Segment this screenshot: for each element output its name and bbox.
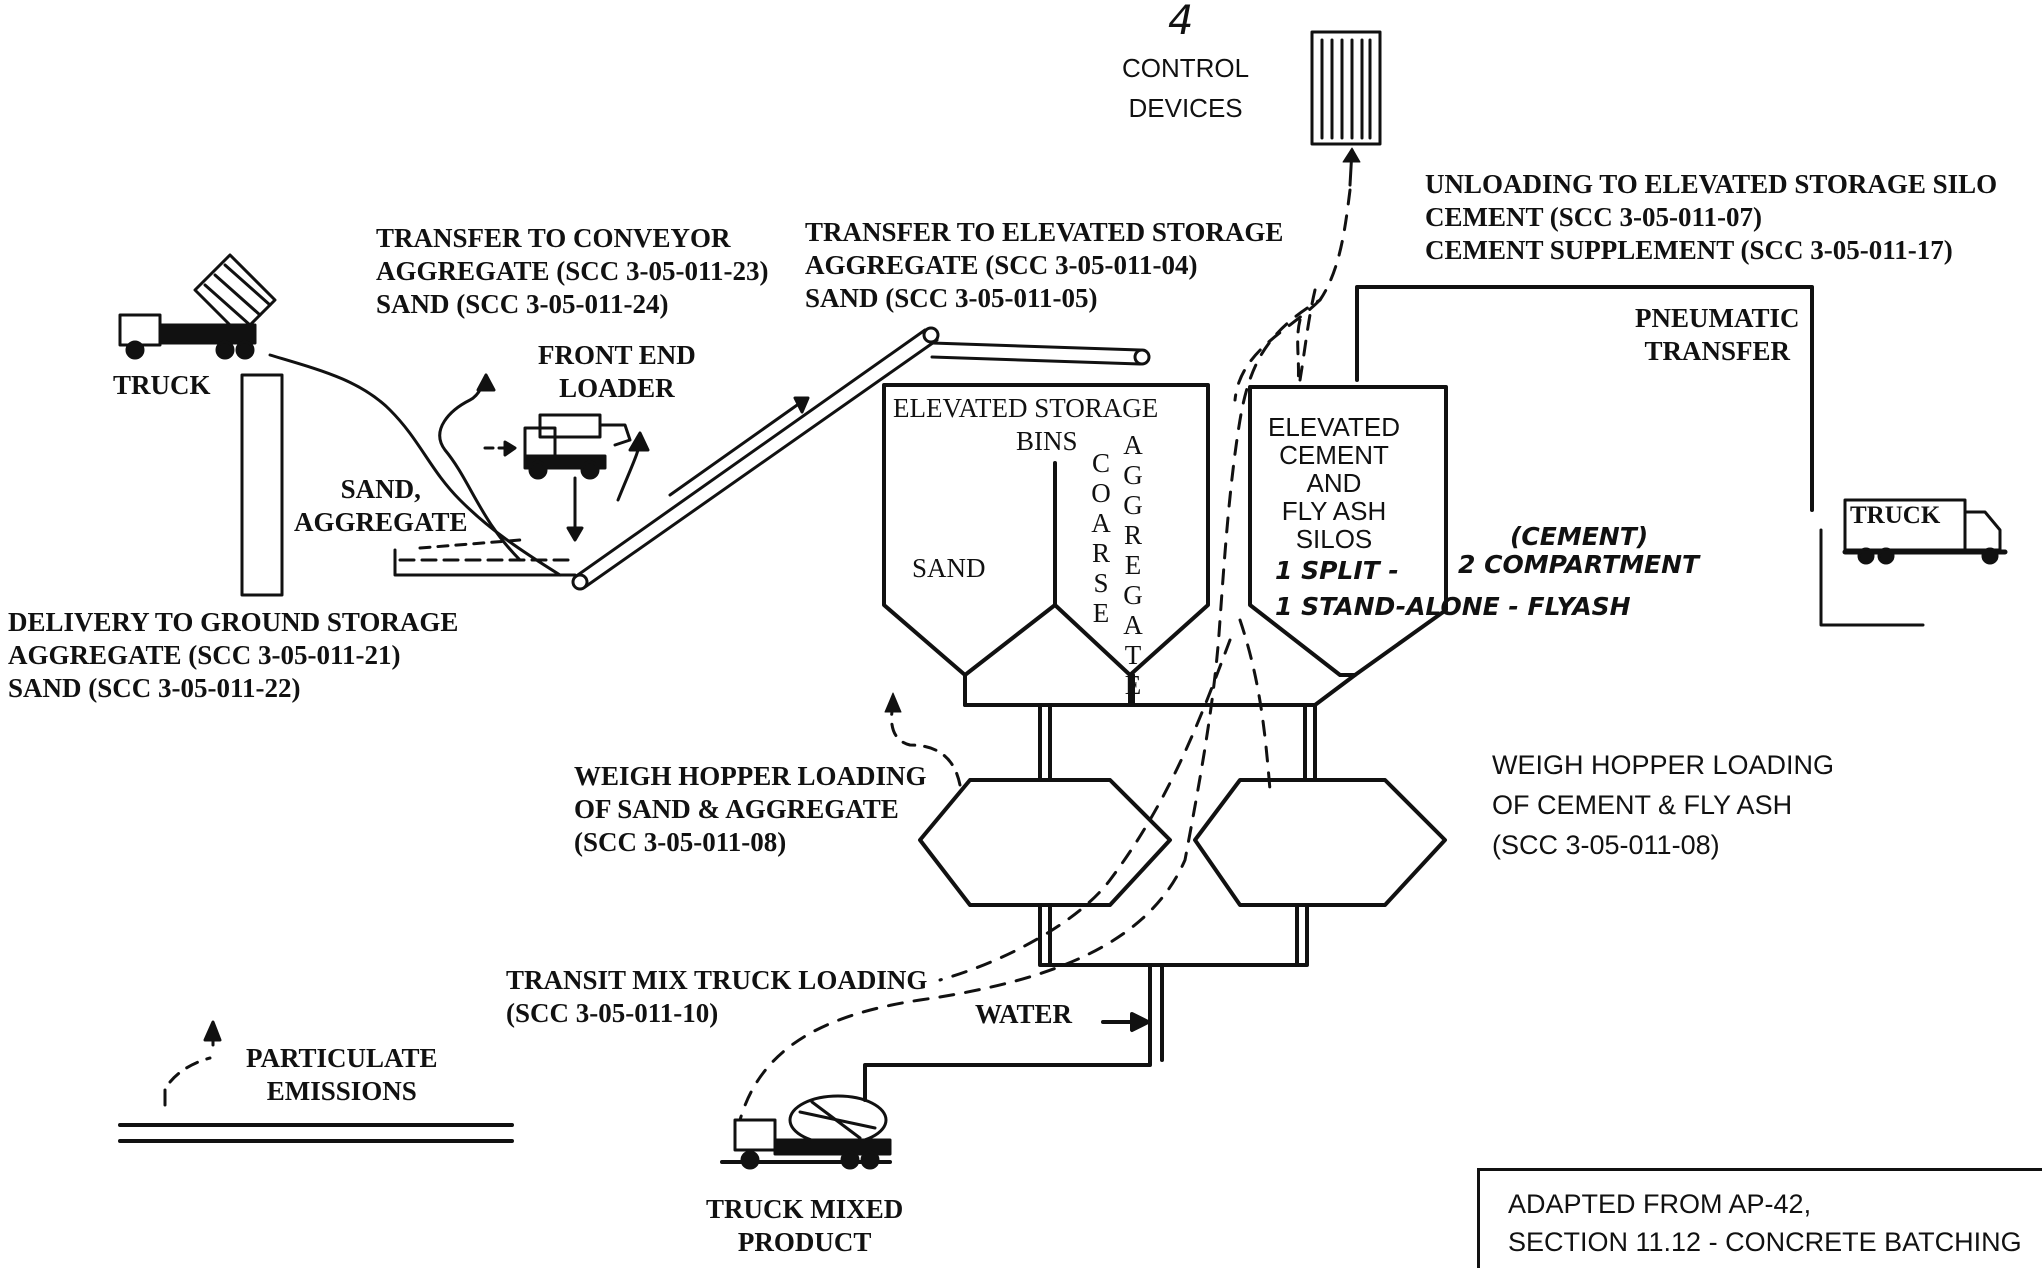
coarse-label: COARSE — [1091, 448, 1111, 628]
sand-aggregate-label: SAND, AGGREGATE — [294, 474, 468, 537]
truck-mixed-label: TRUCK MIXED PRODUCT — [706, 1194, 904, 1257]
bins-label: BINS — [1016, 426, 1078, 456]
ground-storage-column — [240, 373, 284, 597]
weigh-cement-scc: (SCC 3-05-011-08) — [1492, 830, 1720, 860]
transfer-conveyor-title: TRANSFER TO CONVEYOR — [376, 223, 731, 253]
elevated-storage-label: ELEVATED STORAGE — [893, 393, 1159, 423]
source-line2: SECTION 11.12 - CONCRETE BATCHING — [1508, 1227, 2022, 1257]
delivery-aggregate: AGGREGATE (SCC 3-05-011-21) — [8, 640, 401, 670]
support-frame — [963, 673, 1357, 782]
transfer-storage-title: TRANSFER TO ELEVATED STORAGE — [805, 217, 1284, 247]
control-device-icon — [1310, 30, 1382, 146]
source-box: ADAPTED FROM AP-42, SECTION 11.12 - CONC… — [1477, 1168, 2042, 1268]
ground-hopper — [393, 538, 577, 577]
weigh-sand-line2: OF SAND & AGGREGATE — [574, 794, 899, 824]
silos-label: ELEVATED CEMENT AND FLY ASH SILOS — [1268, 412, 1400, 554]
weigh-sand-title: WEIGH HOPPER LOADING — [574, 761, 927, 791]
legend-emission-arrow-icon — [163, 1020, 222, 1107]
weigh-hopper-sand — [918, 778, 1172, 907]
handwritten-split: 1 SPLIT - — [1275, 556, 1399, 585]
transfer-conveyor-sand: SAND (SCC 3-05-011-24) — [376, 289, 669, 319]
pneumatic-line — [1355, 285, 1814, 512]
particulate-label: PARTICULATE EMISSIONS — [246, 1043, 438, 1106]
sand-pile — [268, 353, 562, 577]
handwritten-compartment: 2 COMPARTMENT — [1458, 550, 1700, 579]
transfer-conveyor-aggregate: AGGREGATE (SCC 3-05-011-23) — [376, 256, 769, 286]
box-truck-icon — [1819, 498, 2008, 627]
weigh-cement-line2: OF CEMENT & FLY ASH — [1492, 790, 1793, 820]
weigh-cement-title: WEIGH HOPPER LOADING — [1492, 750, 1835, 780]
weigh-sand-scc: (SCC 3-05-011-08) — [574, 827, 787, 857]
front-end-loader-icon — [483, 413, 632, 542]
discharge-frame — [863, 903, 1309, 1102]
transit-title: TRANSIT MIX TRUCK LOADING — [506, 965, 928, 995]
handwritten-cement: (CEMENT) — [1510, 522, 1649, 551]
control-number: 4 — [1168, 0, 1194, 44]
transfer-storage-aggregate: AGGREGATE (SCC 3-05-011-04) — [805, 250, 1198, 280]
handwritten-standalone: 1 STAND-ALONE - FLYASH — [1275, 592, 1631, 621]
transit-scc: (SCC 3-05-011-10) — [506, 998, 719, 1028]
sand-bin-label: SAND — [912, 553, 986, 583]
water-label: WATER — [975, 999, 1073, 1029]
unloading-title: UNLOADING TO ELEVATED STORAGE SILO — [1425, 169, 1998, 199]
emission-arrow-icon — [438, 373, 650, 562]
transfer-storage-sand: SAND (SCC 3-05-011-05) — [805, 283, 1098, 313]
weigh-hopper-cement — [1193, 778, 1447, 907]
delivery-sand: SAND (SCC 3-05-011-22) — [8, 673, 301, 703]
source-line1: ADAPTED FROM AP-42, — [1508, 1189, 1812, 1219]
unloading-cement: CEMENT (SCC 3-05-011-07) — [1425, 202, 1762, 232]
unloading-supplement: CEMENT SUPPLEMENT (SCC 3-05-011-17) — [1425, 235, 1953, 265]
control-devices-label: CONTROL DEVICES — [1122, 53, 1250, 123]
dump-truck-icon — [118, 253, 277, 360]
delivery-title: DELIVERY TO GROUND STORAGE — [8, 607, 459, 637]
pneumatic-transfer-label: PNEUMATIC TRANSFER — [1635, 303, 1800, 366]
front-end-loader-label: FRONT END LOADER — [538, 340, 696, 403]
aggregate-vertical-label: AGGREGATE — [1123, 430, 1143, 700]
truck-left-label: TRUCK — [113, 370, 211, 400]
legend-conveyor-lines — [118, 1123, 514, 1143]
mixer-truck-icon — [720, 1094, 892, 1170]
truck-right-label: TRUCK — [1850, 502, 1941, 529]
emission-arrow-sand-hopper — [890, 703, 962, 787]
inclined-conveyor — [571, 326, 1151, 591]
